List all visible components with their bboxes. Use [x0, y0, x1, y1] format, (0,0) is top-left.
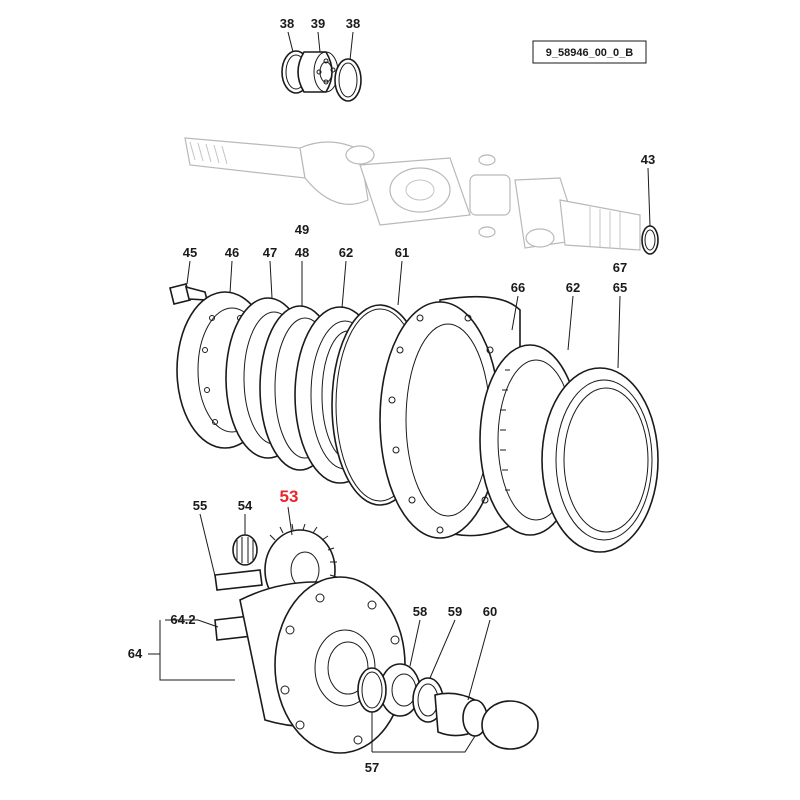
callout-64-2: 64.2: [170, 612, 195, 627]
reference-code-frame: [532, 40, 647, 64]
reference-code: 9_58946_00_0_B: [546, 47, 634, 59]
callout-60: 60: [483, 604, 497, 619]
callout-48: 48: [295, 245, 309, 260]
callout-64: 64: [128, 646, 143, 661]
callout-62: 62: [566, 280, 580, 295]
callout-47: 47: [263, 245, 277, 260]
planetary-hub-assembly: [169, 283, 659, 553]
cover-disc[interactable]: [481, 700, 539, 750]
planet-carrier-assembly: [214, 523, 539, 754]
callout-62: 62: [339, 245, 353, 260]
callout-labels: 38 39 38 43 49 45 46 47 48 62 61 67 66 6…: [128, 16, 655, 775]
callout-59: 59: [448, 604, 462, 619]
callout-61: 61: [395, 245, 409, 260]
callout-55: 55: [193, 498, 207, 513]
callout-58: 58: [413, 604, 427, 619]
pin-55[interactable]: [214, 569, 263, 591]
snap-ring-right[interactable]: [334, 58, 362, 102]
callout-54: 54: [238, 498, 253, 513]
callout-53-highlighted: 53: [280, 487, 299, 506]
leader-lines: [148, 31, 651, 753]
seal-65[interactable]: [541, 367, 659, 553]
callout-43: 43: [641, 152, 655, 167]
bearing-assembly-top: [281, 50, 362, 102]
callout-57: 57: [365, 760, 379, 775]
drive-shaft-ghost: [184, 137, 641, 251]
callout-65: 65: [613, 280, 627, 295]
reference-code-box: 9_58946_00_0_B: [532, 40, 647, 64]
callout-38: 38: [346, 16, 360, 31]
callout-39: 39: [311, 16, 325, 31]
callout-66: 66: [511, 280, 525, 295]
callout-67: 67: [613, 260, 627, 275]
callout-49: 49: [295, 222, 309, 237]
callout-45: 45: [183, 245, 197, 260]
ball-bearing[interactable]: [297, 51, 333, 93]
bolt-45[interactable]: [169, 283, 191, 305]
callout-46: 46: [225, 245, 239, 260]
callout-38: 38: [280, 16, 294, 31]
